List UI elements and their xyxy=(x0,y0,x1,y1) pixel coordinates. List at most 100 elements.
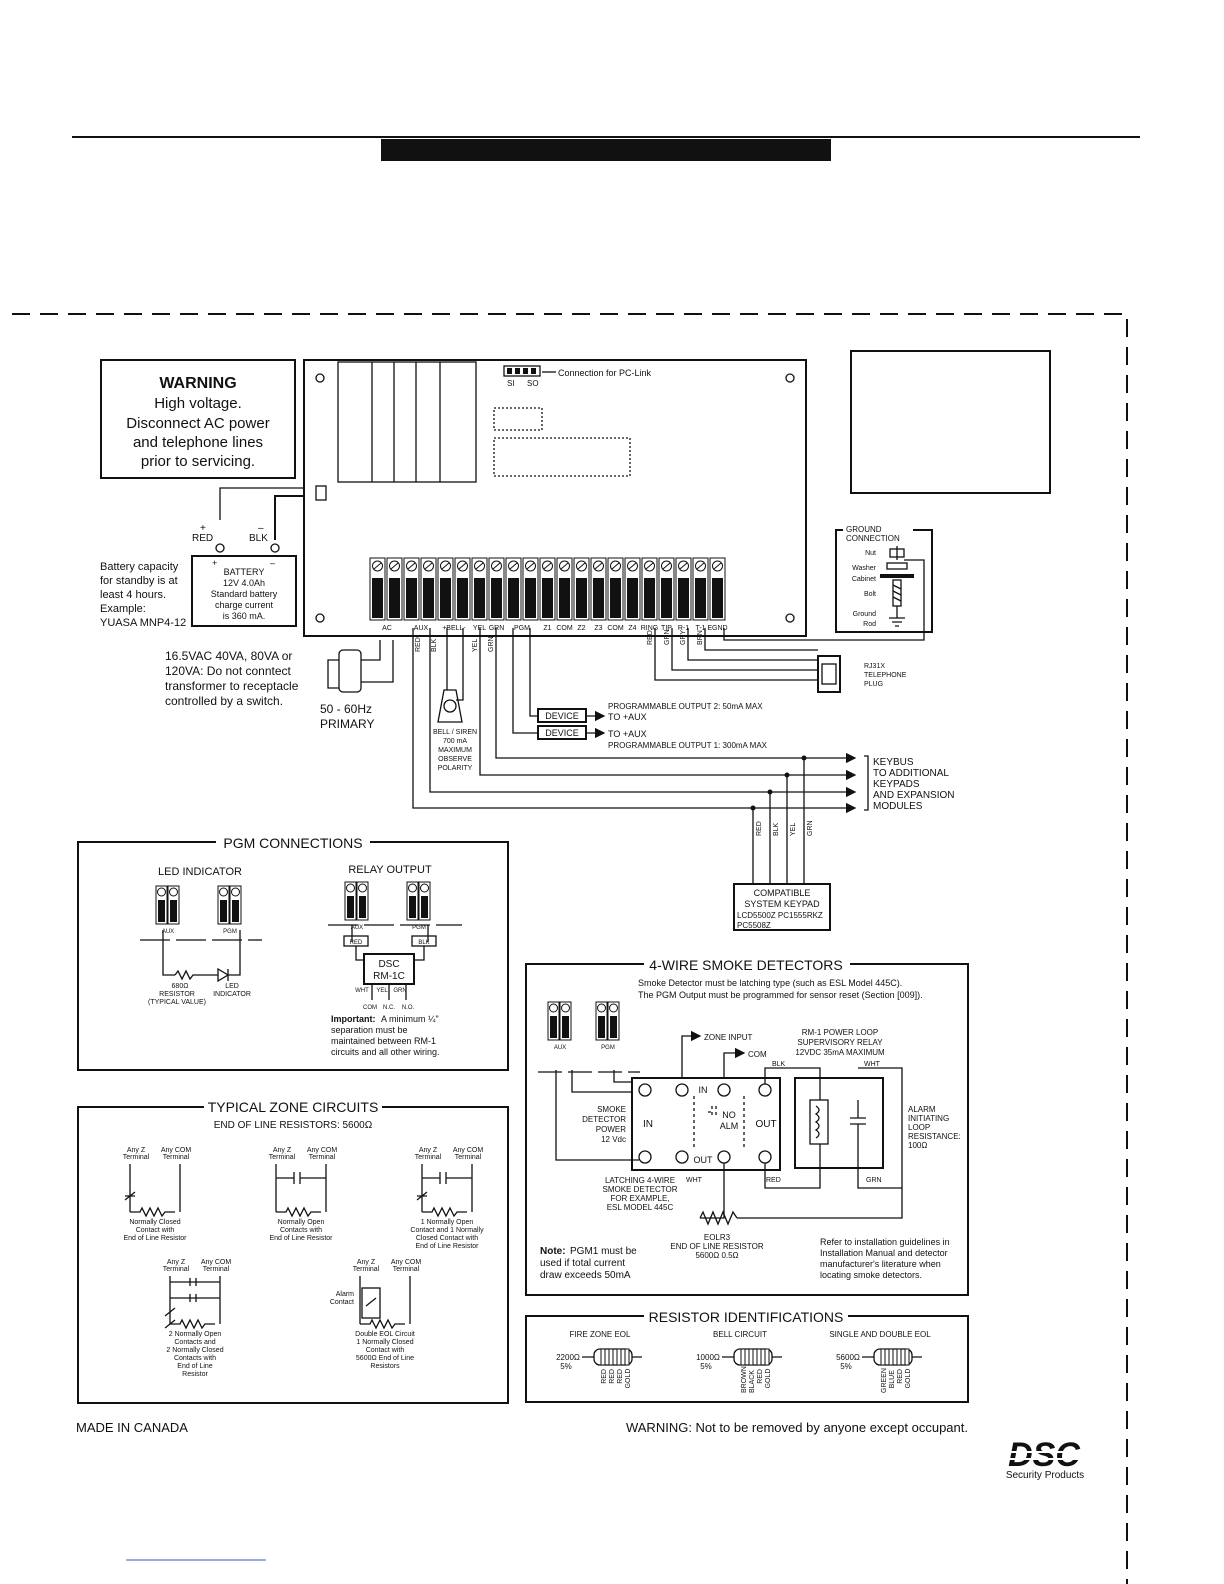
alarm-loop-label: ALARM xyxy=(908,1105,936,1114)
terminal-screw xyxy=(403,557,420,621)
zone-circuit-caption: 2 Normally Closed xyxy=(166,1347,223,1354)
svg-text:Terminal: Terminal xyxy=(393,1266,420,1273)
terminal-block-label: AUX xyxy=(162,929,174,935)
zone-circuit-caption: Contact with xyxy=(136,1227,175,1234)
keybus-label: KEYBUS xyxy=(873,757,914,768)
microcontroller-chip xyxy=(493,437,631,477)
keypad-label: LCD5500Z PC1555RKZ xyxy=(737,911,823,920)
svg-text:Any COM: Any COM xyxy=(453,1147,484,1154)
terminal-screw xyxy=(573,557,590,621)
terminal-screw xyxy=(386,557,403,621)
alarm-loop-label: LOOP xyxy=(908,1123,930,1132)
battery-line: Standard battery xyxy=(211,589,278,599)
led-resistor-label: RESISTOR xyxy=(159,991,195,998)
bell-label: POLARITY xyxy=(438,765,473,772)
smoke-wire-red: RED xyxy=(766,1177,781,1184)
keybus-label: MODULES xyxy=(873,801,923,812)
rm1-label: RM-1 POWER LOOP xyxy=(802,1028,878,1037)
ground-part-label: Nut xyxy=(865,550,876,557)
warning-line: and telephone lines xyxy=(133,434,263,451)
pgm2-label: PROGRAMMABLE OUTPUT 2: 50mA MAX xyxy=(608,702,763,711)
smoke-wire-wht: WHT xyxy=(864,1061,881,1068)
terminal-label: AC xyxy=(382,625,392,632)
relay-wire: YEL xyxy=(376,988,388,994)
bus-wire-color: RED xyxy=(756,821,763,836)
transformer-note-line: controlled by a switch. xyxy=(165,694,283,708)
latching-label: LATCHING 4-WIRE xyxy=(605,1176,675,1185)
svg-text:Any Z: Any Z xyxy=(127,1147,146,1154)
terminal-block-label: PGM xyxy=(223,929,237,935)
resistor-band-color: GOLD xyxy=(905,1369,912,1389)
phone-wire-color: GRN xyxy=(664,629,671,645)
smoke-power-label: SMOKE xyxy=(597,1105,626,1114)
telephone-wiring: RED GRN GRY BRN RJ31X TELEPHONE PLUG xyxy=(647,628,907,693)
keybus-wiring: RED BLK YEL GRN BELL / SIREN 700 mA MAXI… xyxy=(412,628,955,931)
battery-line: is 360 mA. xyxy=(223,611,266,621)
bus-wire-color: BLK xyxy=(431,638,438,652)
ground-part-label: Cabinet xyxy=(852,576,876,583)
footer-warning: WARNING: Not to be removed by anyone exc… xyxy=(626,1420,968,1435)
bell-label: 700 mA xyxy=(443,738,467,745)
important-text: maintained between RM-1 xyxy=(331,1036,436,1046)
eolr-label: EOLR3 xyxy=(704,1233,731,1242)
resistor-heading: FIRE ZONE EOL xyxy=(570,1330,631,1339)
warning-box: WARNING High voltage. Disconnect AC powe… xyxy=(100,359,296,479)
note-label: Note: xyxy=(540,1246,566,1257)
device-label: DEVICE xyxy=(545,728,579,738)
terminal-label: +BELL- xyxy=(442,625,466,632)
to-aux-label: TO +AUX xyxy=(608,712,647,722)
blank-label-box xyxy=(850,350,1051,494)
terminal-screw xyxy=(420,557,437,621)
resistor-tolerance: 5% xyxy=(560,1362,572,1371)
bus-wire-color: YEL xyxy=(790,823,797,836)
led-resistor-label: (TYPICAL VALUE) xyxy=(148,999,206,1006)
terminal-screw xyxy=(505,557,522,621)
smoke-wire-blk: BLK xyxy=(772,1061,786,1068)
terminal-screw xyxy=(437,557,454,621)
terminal-block: AUX xyxy=(155,885,180,935)
zone-circuit-caption: Normally Open xyxy=(278,1219,325,1226)
terminal-screw xyxy=(624,557,641,621)
bus-wire-color: GRN xyxy=(807,820,814,836)
terminal-label: EGND xyxy=(707,625,727,632)
refer-text: locating smoke detectors. xyxy=(820,1270,922,1280)
phone-wire-color: GRY xyxy=(680,630,687,645)
resistor-tolerance: 5% xyxy=(700,1362,712,1371)
zone-circuit-caption: Resistors xyxy=(370,1363,400,1370)
dsc-logo-subtitle: Security Products xyxy=(1006,1470,1084,1481)
transformer-note-line: 120VA: Do not conntect xyxy=(165,664,292,678)
ground-part-label: Rod xyxy=(863,621,876,628)
relay-model: RM-1C xyxy=(373,971,405,982)
terminal-screw xyxy=(590,557,607,621)
terminal-screw xyxy=(658,557,675,621)
smoke-intro: The PGM Output must be programmed for se… xyxy=(638,990,923,1000)
keybus-label: TO ADDITIONAL xyxy=(873,768,949,779)
battery-note-line: least 4 hours. xyxy=(100,589,166,601)
smoke-zone-input: ZONE INPUT xyxy=(704,1033,753,1042)
terminal-block-label: AUX xyxy=(351,925,363,931)
ground-part-label: Washer xyxy=(852,565,877,572)
rj31x-label: PLUG xyxy=(864,681,883,688)
ground-title: CONNECTION xyxy=(846,534,900,543)
rm1-relay xyxy=(794,1077,884,1169)
resistor-value: 2200Ω xyxy=(556,1353,580,1362)
relay-wire: GRN xyxy=(393,988,406,994)
smoke-detector xyxy=(631,1077,781,1171)
terminal-block: PGM xyxy=(217,885,242,935)
smoke-wire-wht: WHT xyxy=(686,1177,703,1184)
relay-red-wire: RED xyxy=(350,940,363,946)
terminal-block-label: PGM xyxy=(412,925,426,931)
zone-circuit-caption: Double EOL Circuit xyxy=(355,1331,415,1338)
warning-line: prior to servicing. xyxy=(141,453,255,470)
svg-text:Any COM: Any COM xyxy=(201,1259,232,1266)
important-text: separation must be xyxy=(331,1025,408,1035)
terminal-label: Z3 xyxy=(594,625,602,632)
terminal-screw xyxy=(369,557,386,621)
rj31x-label: TELEPHONE xyxy=(864,672,907,679)
svg-text:–: – xyxy=(270,558,275,568)
battery-minus-label: – xyxy=(258,523,264,534)
phone-wire-color: BRN xyxy=(697,630,704,645)
keypad-label: COMPATIBLE xyxy=(754,888,811,898)
ground-part-label: Bolt xyxy=(864,591,876,598)
